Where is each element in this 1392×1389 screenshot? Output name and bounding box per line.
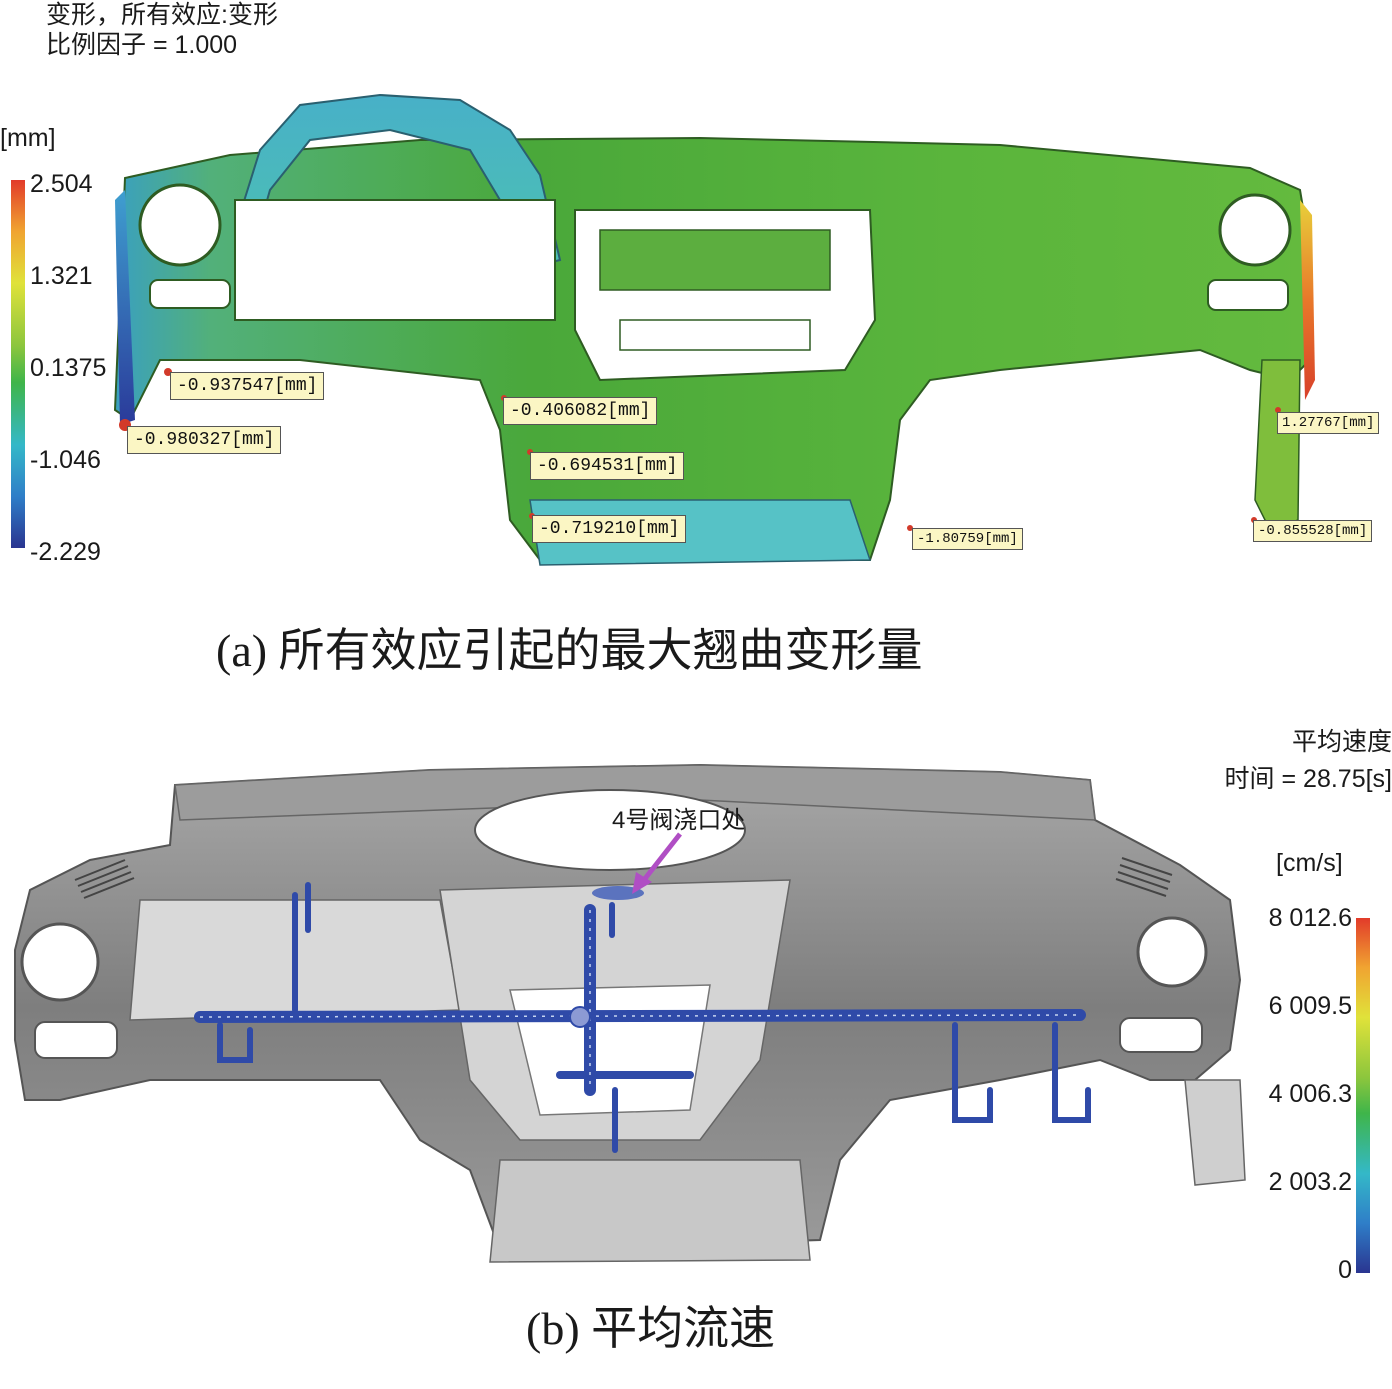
- annotation-2: -0.980327[mm]: [127, 426, 282, 454]
- panel-b-colorbar-tick-2: 4 006.3: [1268, 1080, 1352, 1108]
- panel-a-scale-factor: 比例因子 = 1.000: [46, 31, 238, 59]
- panel-b-colorbar-tick-1: 6 009.5: [1268, 992, 1352, 1020]
- panel-b-unit: [cm/s]: [1276, 849, 1343, 877]
- panel-a-colorbar-tick-3: -1.046: [30, 446, 101, 474]
- annotation-6: -1.80759[mm]: [912, 528, 1023, 550]
- panel-a-colorbar-tick-1: 1.321: [30, 262, 93, 290]
- annotation-7: 1.27767[mm]: [1277, 412, 1380, 434]
- panel-a-unit: [mm]: [0, 124, 56, 152]
- panel-b-result-title: 平均速度: [1291, 728, 1392, 756]
- panel-b-colorbar: [1356, 918, 1370, 1273]
- annotation-5: -0.719210[mm]: [532, 515, 687, 543]
- panel-a-result-title: 变形，所有效应:变形: [46, 1, 278, 29]
- panel-a-caption: (a) 所有效应引起的最大翘曲变形量: [216, 625, 923, 676]
- panel-b-colorbar-tick-4: 0: [1338, 1256, 1352, 1284]
- panel-a-colorbar-tick-4: -2.229: [30, 538, 101, 566]
- panel-a-colorbar-tick-0: 2.504: [30, 170, 93, 198]
- annotation-4: -0.694531[mm]: [530, 452, 685, 480]
- gate-label: 4号阀浇口处: [612, 807, 746, 834]
- annotation-3: -0.406082[mm]: [503, 397, 658, 425]
- panel-b-colorbar-tick-0: 8 012.6: [1268, 904, 1352, 932]
- panel-a-colorbar-tick-2: 0.1375: [30, 354, 107, 382]
- panel-a-colorbar: [11, 180, 25, 548]
- panel-b-colorbar-tick-3: 2 003.2: [1268, 1168, 1352, 1196]
- panel-b-time: 时间 = 28.75[s]: [1224, 765, 1392, 793]
- panel-b-caption: (b) 平均流速: [526, 1303, 776, 1354]
- annotation-1: -0.937547[mm]: [170, 372, 325, 400]
- annotation-8: -0.855528[mm]: [1253, 520, 1373, 542]
